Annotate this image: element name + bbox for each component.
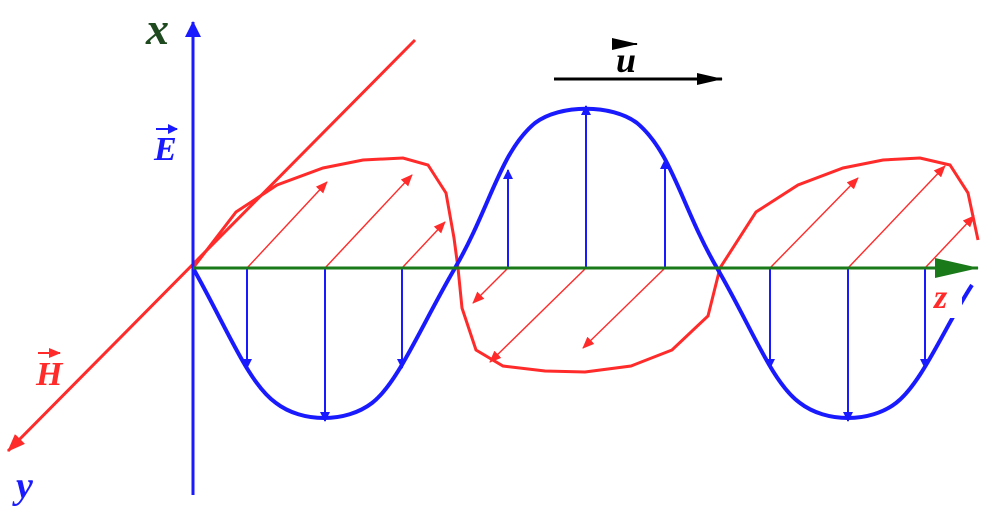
e-field-arrows bbox=[242, 105, 930, 422]
svg-text:E: E bbox=[153, 131, 177, 168]
svg-text:u: u bbox=[616, 40, 636, 80]
velocity-label: u bbox=[612, 38, 638, 80]
h-field-arrows bbox=[246, 165, 975, 363]
y-axis bbox=[6, 38, 417, 453]
z-label-bg bbox=[928, 282, 962, 318]
h-field-label: H bbox=[35, 348, 64, 393]
h-field-wave bbox=[191, 156, 980, 374]
x-axis-label: x bbox=[145, 3, 169, 54]
z-axis-label: z bbox=[933, 279, 948, 316]
y-axis-label: y bbox=[12, 465, 33, 507]
e-field-label: E bbox=[153, 124, 178, 168]
svg-text:H: H bbox=[35, 356, 64, 393]
